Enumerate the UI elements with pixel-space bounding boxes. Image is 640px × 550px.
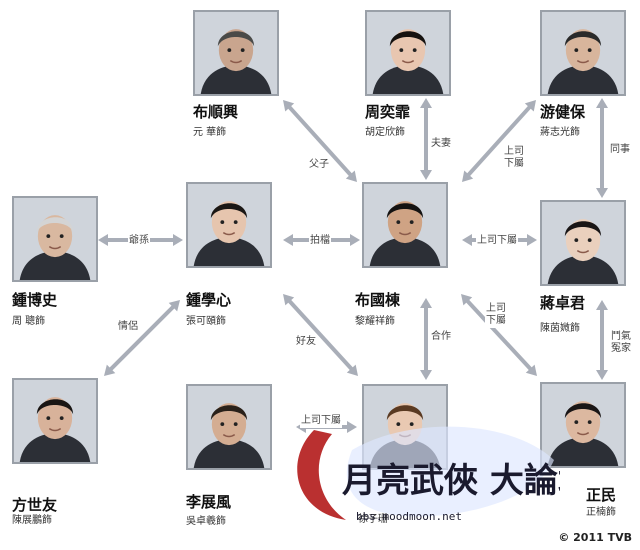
edge-label-boss-subordinate-4: 上司下屬 [300,414,342,428]
edge-arrowhead-end-6 [527,234,537,246]
edge-label-boss-subordinate-3: 上司 下屬 [485,302,507,328]
actor-chau-yik-fei: 胡定欣飾 [365,127,405,138]
edge-arrowhead-end-0 [345,170,357,182]
edge-arrowhead-end-5 [350,234,360,246]
copyright-text: © 2011 TVB [558,531,632,544]
actor-bu-kwok-tung: 黎耀祥飾 [355,316,395,327]
name-fong-sai-yau: 方世友 [12,496,58,514]
edge-line-2 [465,104,533,178]
portrait-icon [367,12,449,94]
portrait-icon [14,380,96,462]
edge-arrowhead-start-0 [283,100,295,112]
edge-label-partner: 拍檔 [309,234,331,248]
name-chau-yik-fei: 周奕霏 [365,103,411,121]
edge-arrowhead-start-6 [462,234,472,246]
edge-arrowhead-start-7 [168,300,180,312]
actor-fong-sai-yau: 陳展鵬飾 [12,515,52,526]
edge-label-grandparent: 爺孫 [128,234,150,248]
edge-arrowhead-end-10 [525,364,537,376]
photo-cheung-cheuk-kwan [540,200,626,286]
edge-label-spouse: 夫妻 [430,137,452,151]
edge-arrowhead-start-1 [420,98,432,108]
name-bu-kwok-tung: 布國棟 [355,291,401,309]
name-cheung-cheuk-kwan: 蔣卓君 [540,294,586,312]
portrait-icon [188,386,270,468]
edge-label-cooperate: 合作 [430,330,452,344]
portrait-icon [542,202,624,284]
edge-arrowhead-end-1 [420,170,432,180]
edge-label-boss-subordinate-1: 上司 下屬 [503,145,525,171]
portrait-icon [14,198,96,280]
photo-chung-hok-sum [186,182,272,268]
name-bu-shun-hing: 布順興 [193,103,239,121]
portrait-icon [542,12,624,94]
edge-line-7 [108,304,176,372]
actor-chung-pok-sze: 周 聰飾 [12,316,46,327]
edge-arrowhead-end-8 [346,364,358,376]
photo-chung-pok-sze [12,196,98,282]
edge-arrowhead-start-10 [461,294,473,306]
name-partial-right: 正民 [586,486,617,504]
edge-label-father-son: 父子 [308,158,330,172]
edge-arrowhead-end-9 [420,370,432,380]
actor-lee-chin-fung: 吳卓羲飾 [186,516,226,527]
watermark-url: bbs.moodmoon.net [356,510,462,523]
edge-line-10 [464,298,534,372]
photo-bu-shun-hing [193,10,279,96]
portrait-icon [188,184,270,266]
name-chung-pok-sze: 鍾博史 [12,291,58,309]
edge-arrowhead-start-11 [596,300,608,310]
portrait-icon [542,384,624,466]
actor-cheung-cheuk-kwan: 陳茵媺飾 [540,323,580,334]
actor-partial-center: 徐子珊 [358,514,388,525]
edge-label-friends: 好友 [295,335,317,349]
portrait-icon [364,184,446,266]
name-yau-kin-po: 游健保 [540,103,586,121]
actor-yau-kin-po: 蔣志光飾 [540,127,580,138]
actor-partial-right: 正楠飾 [586,507,616,518]
edge-arrowhead-end-12 [347,421,357,433]
actor-chung-hok-sum: 張可頤飾 [186,316,226,327]
edge-arrowhead-end-11 [596,370,608,380]
edge-arrowhead-start-3 [596,98,608,108]
edge-label-lovers: 情侶 [117,320,139,334]
portrait-icon [195,12,277,94]
edge-arrowhead-start-9 [420,298,432,308]
photo-chau-yik-fei [365,10,451,96]
photo-fong-sai-yau [12,378,98,464]
edge-line-8 [286,298,355,372]
edge-arrowhead-end-7 [104,364,116,376]
photo-yau-kin-po [540,10,626,96]
actor-bu-shun-hing: 元 華飾 [193,127,227,138]
watermark-logo: 月亮武俠 大論壇 [297,426,560,520]
photo-lee-chin-fung [186,384,272,470]
edge-arrowhead-start-2 [524,100,536,112]
name-chung-hok-sum: 鍾學心 [186,291,232,309]
edge-arrowhead-start-4 [98,234,108,246]
edge-arrowhead-end-4 [173,234,183,246]
edge-arrowhead-end-3 [596,188,608,198]
edge-arrowhead-start-5 [283,234,293,246]
edge-arrowhead-start-8 [283,294,295,306]
watermark-text: 月亮武俠 大論壇 [342,461,560,501]
edge-label-boss-subordinate-2: 上司下屬 [476,234,518,248]
photo-bu-kwok-tung [362,182,448,268]
photo-partial-right [540,382,626,468]
name-lee-chin-fung: 李展風 [186,493,232,511]
edge-line-0 [286,104,354,178]
edge-label-rivals: 鬥氣 冤家 [610,330,632,356]
edge-label-colleague: 同事 [609,143,631,157]
edge-arrowhead-end-2 [462,170,474,182]
